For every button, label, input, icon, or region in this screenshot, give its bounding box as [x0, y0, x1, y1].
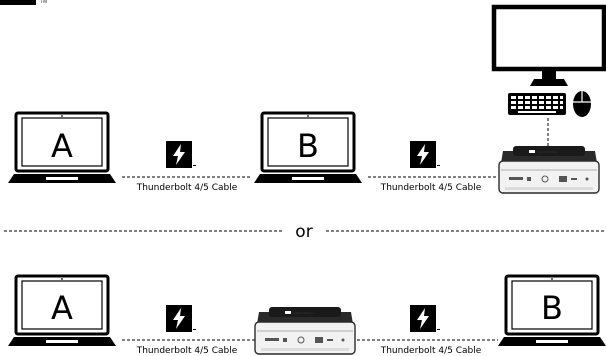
laptop-b-top-letter: B	[297, 127, 319, 165]
docking-station-bottom: Cable Matters	[255, 307, 355, 354]
cable-label-bottom-left: Thunderbolt 4/5 Cable	[136, 346, 238, 356]
laptop-a-bottom-letter: A	[51, 289, 73, 327]
cable-label-bottom-right: Thunderbolt 4/5 Cable	[380, 346, 482, 356]
cable-label-top-left: Thunderbolt 4/5 Cable	[136, 183, 238, 193]
laptop-b-top: B	[254, 113, 362, 183]
laptop-a-top-letter: A	[51, 127, 73, 165]
keyboard-icon	[508, 93, 566, 115]
thunderbolt-icon	[410, 141, 440, 168]
cable-label-top-right: Thunderbolt 4/5 Cable	[380, 183, 482, 193]
monitor-icon	[494, 7, 604, 86]
thunderbolt-icon	[166, 305, 196, 332]
laptop-b-bottom-letter: B	[541, 289, 563, 327]
or-label: or	[295, 222, 312, 242]
dock-brand-bottom: Cable Matters	[293, 311, 314, 315]
laptop-a-bottom: A	[8, 276, 116, 346]
mouse-icon	[573, 91, 591, 117]
thunderbolt-icon	[166, 141, 196, 168]
laptop-a-top: A	[8, 113, 116, 183]
thunderbolt-icon	[410, 305, 440, 332]
laptop-b-bottom: B	[498, 276, 606, 346]
docking-station-top: Cable Matters	[499, 146, 599, 193]
dock-brand-top: Cable Matters	[537, 150, 558, 154]
